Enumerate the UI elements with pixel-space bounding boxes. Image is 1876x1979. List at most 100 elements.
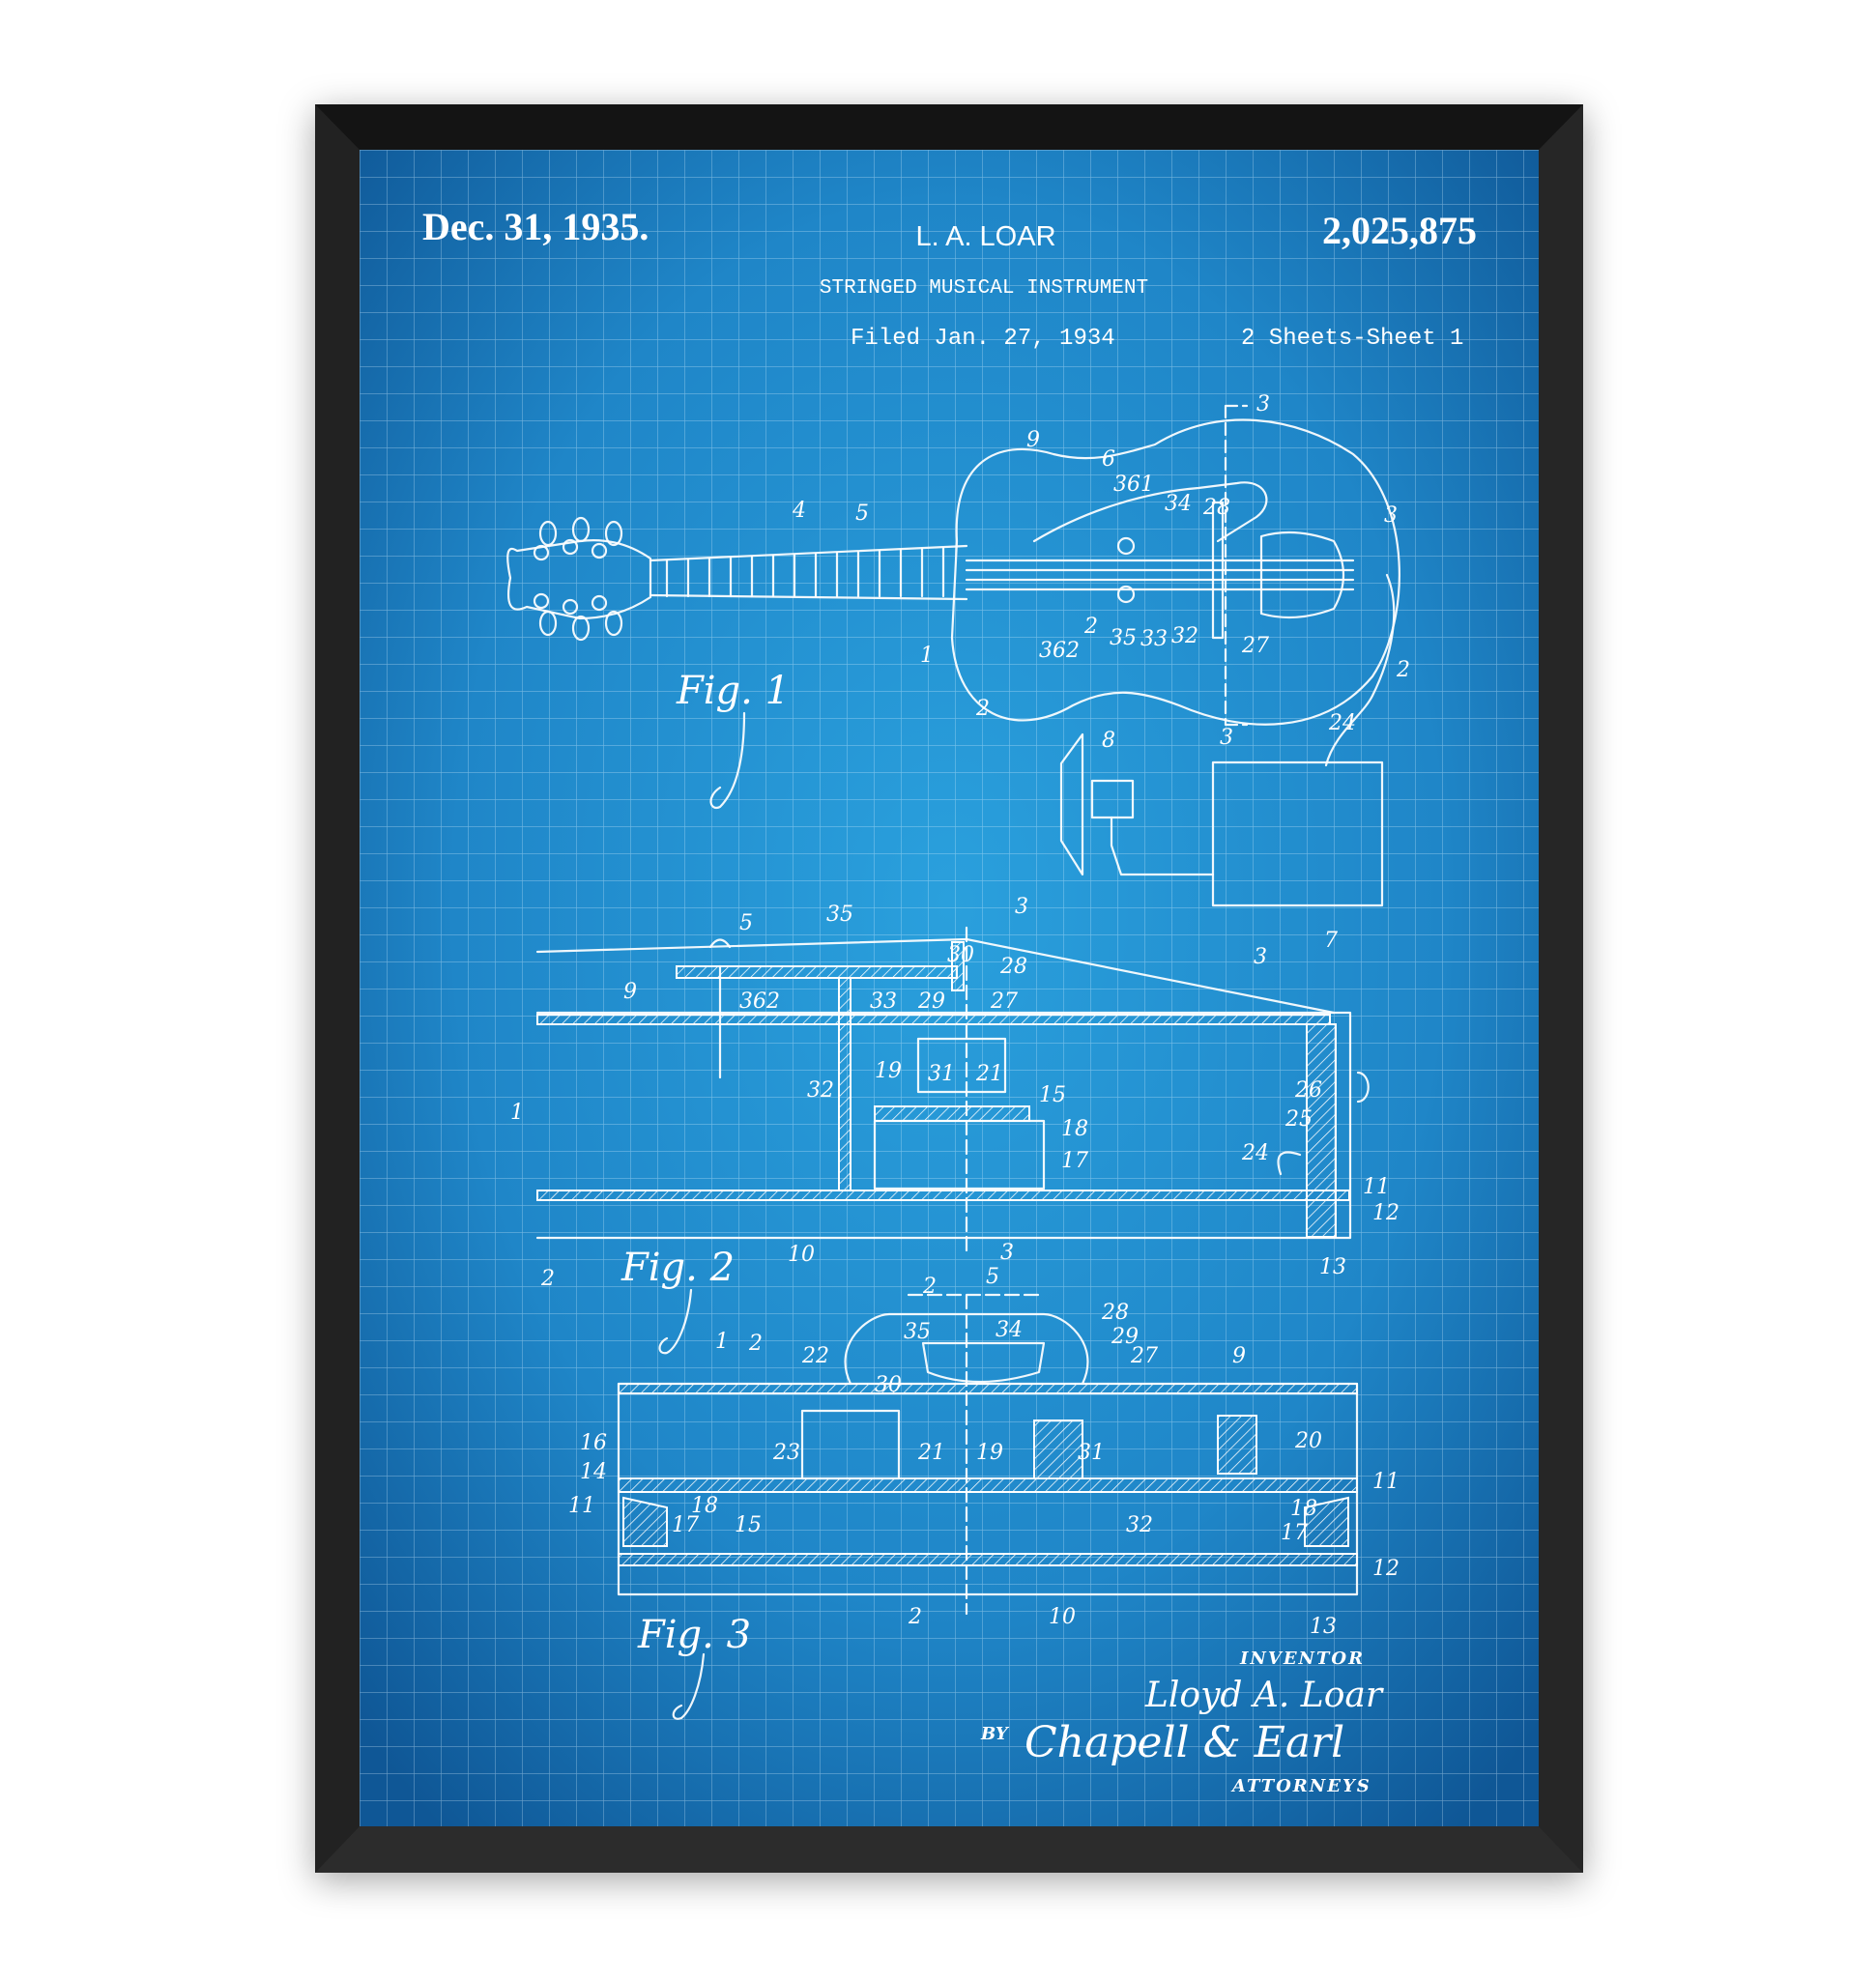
fig2-reference-numeral: 10 [788, 1243, 815, 1267]
fig1-reference-numeral: 361 [1113, 473, 1154, 497]
fig1-reference-numeral: 2 [1396, 658, 1410, 682]
fig1-reference-numeral: 1 [920, 644, 934, 668]
fig2-reference-numeral: 28 [999, 955, 1027, 979]
figure-1-label: Fig. 1 [676, 669, 790, 713]
fig3-reference-numeral: 35 [904, 1320, 931, 1344]
fig3-reference-numeral: 2 [908, 1605, 922, 1629]
fig1-reference-numeral: 6 [1102, 447, 1115, 472]
fig1-reference-numeral: 33 [1140, 627, 1168, 651]
by-label: BY [980, 1724, 1010, 1744]
fig1-reference-numeral: 32 [1171, 624, 1198, 648]
fig1-reference-numeral: 362 [1039, 639, 1080, 663]
fig3-reference-numeral: 2 [748, 1332, 763, 1356]
fig1-reference-numeral: 3 [1256, 392, 1270, 416]
fig2-reference-numeral: 12 [1372, 1201, 1400, 1225]
fig2-reference-numeral: 3 [1015, 895, 1028, 919]
fig1-reference-numeral: 5 [855, 502, 869, 526]
fig2-reference-numeral: 35 [826, 903, 853, 927]
fig3-reference-numeral: 16 [580, 1431, 607, 1455]
fig2-reference-numeral: 13 [1319, 1255, 1346, 1279]
figure-2-label: Fig. 2 [621, 1246, 735, 1290]
filed-date: Filed Jan. 27, 1934 [851, 326, 1115, 352]
fig3-reference-numeral: 32 [1126, 1513, 1153, 1537]
fig3-reference-numeral: 20 [1294, 1429, 1322, 1453]
figure-2-section [535, 926, 1370, 1253]
blueprint-grid [360, 150, 1539, 1826]
fig3-reference-numeral: 27 [1130, 1344, 1158, 1368]
figure-1-guitar [506, 404, 1400, 907]
fig3-reference-numeral: 12 [1372, 1557, 1400, 1581]
attorneys-label: ATTORNEYS [1230, 1776, 1371, 1796]
fig3-reference-numeral: 11 [1372, 1470, 1400, 1494]
fig3-reference-numeral: 22 [801, 1344, 829, 1368]
fig3-reference-numeral: 10 [1049, 1605, 1076, 1629]
fig2-reference-numeral: 3 [1000, 1241, 1014, 1265]
fig3-reference-numeral: 5 [986, 1265, 999, 1289]
fig2-reference-numeral: 18 [1061, 1117, 1088, 1141]
fig3-reference-numeral: 9 [1232, 1344, 1246, 1368]
fig2-reference-numeral: 2 [540, 1267, 555, 1291]
fig3-reference-numeral: 21 [917, 1441, 945, 1465]
fig1-reference-numeral: 3 [1384, 503, 1398, 528]
patent-title: STRINGED MUSICAL INSTRUMENT [820, 277, 1148, 300]
inventor-short-name: L. A. LOAR [915, 221, 1055, 252]
fig3-reference-numeral: 15 [735, 1513, 762, 1537]
fig3-reference-numeral: 28 [1101, 1301, 1129, 1325]
fig2-reference-numeral: 362 [739, 990, 780, 1014]
fig1-reference-numeral: 3 [1220, 726, 1233, 750]
fig3-reference-numeral: 11 [568, 1494, 595, 1518]
fig2-reference-numeral: 21 [975, 1062, 1003, 1086]
fig2-reference-numeral: 5 [739, 911, 753, 935]
fig1-reference-numeral: 9 [1026, 428, 1040, 452]
fig2-reference-numeral: 31 [928, 1062, 955, 1086]
fig2-reference-numeral: 1 [510, 1101, 524, 1125]
fig2-reference-numeral: 17 [1061, 1149, 1088, 1173]
fig3-reference-numeral: 17 [1281, 1521, 1308, 1545]
fig1-reference-numeral: 8 [1102, 729, 1115, 753]
fig1-reference-numeral: 35 [1110, 626, 1137, 650]
fig2-reference-numeral: 32 [807, 1078, 834, 1103]
fig3-reference-numeral: 30 [875, 1373, 902, 1397]
fig1-reference-numeral: 4 [792, 499, 806, 523]
inventor-label: INVENTOR [1239, 1649, 1365, 1669]
fig2-reference-numeral: 3 [1254, 945, 1267, 969]
fig1-reference-numeral: 34 [1165, 492, 1192, 516]
fig3-reference-numeral: 29 [1111, 1325, 1139, 1349]
fig1-reference-numeral: 28 [1202, 496, 1230, 520]
fig2-reference-numeral: 33 [870, 990, 897, 1014]
fig3-reference-numeral: 14 [580, 1460, 607, 1484]
fig1-reference-numeral: 2 [975, 697, 990, 721]
fig2-reference-numeral: 27 [990, 990, 1018, 1014]
fig3-reference-numeral: 23 [772, 1441, 800, 1465]
patent-date: Dec. 31, 1935. [422, 205, 649, 248]
fig1-reference-numeral: 7 [1324, 929, 1338, 953]
fig2-reference-numeral: 25 [1284, 1107, 1313, 1132]
fig2-reference-numeral: 19 [875, 1059, 902, 1083]
inventor-signature: Lloyd A. Loar [1144, 1676, 1384, 1715]
fig3-reference-numeral: 13 [1310, 1615, 1337, 1639]
fig3-reference-numeral: 18 [691, 1494, 718, 1518]
fig1-reference-numeral: 2 [1083, 615, 1098, 639]
fig3-reference-numeral: 34 [996, 1318, 1023, 1342]
fig1-reference-numeral: 27 [1241, 634, 1269, 658]
fig2-reference-numeral: 9 [623, 980, 637, 1004]
fig2-reference-numeral: 24 [1241, 1141, 1269, 1165]
patent-number: 2,025,875 [1322, 209, 1477, 252]
fig2-reference-numeral: 15 [1039, 1083, 1066, 1107]
fig2-reference-numeral: 29 [917, 990, 945, 1014]
figure-3-section [617, 1293, 1359, 1616]
fig3-reference-numeral: 31 [1078, 1441, 1105, 1465]
fig3-reference-numeral: 18 [1290, 1497, 1317, 1521]
fig3-reference-numeral: 1 [715, 1330, 729, 1354]
sheet-info: 2 Sheets-Sheet 1 [1241, 326, 1463, 352]
fig1-reference-numeral: 24 [1328, 711, 1356, 735]
figure-3-label: Fig. 3 [637, 1613, 751, 1657]
fig3-reference-numeral: 2 [922, 1275, 937, 1299]
fig3-reference-numeral: 19 [976, 1441, 1003, 1465]
fig2-reference-numeral: 26 [1294, 1078, 1322, 1103]
fig2-reference-numeral: 30 [947, 943, 974, 967]
fig2-reference-numeral: 11 [1363, 1175, 1390, 1199]
attorneys-signature: Chapell & Earl [1025, 1718, 1344, 1767]
